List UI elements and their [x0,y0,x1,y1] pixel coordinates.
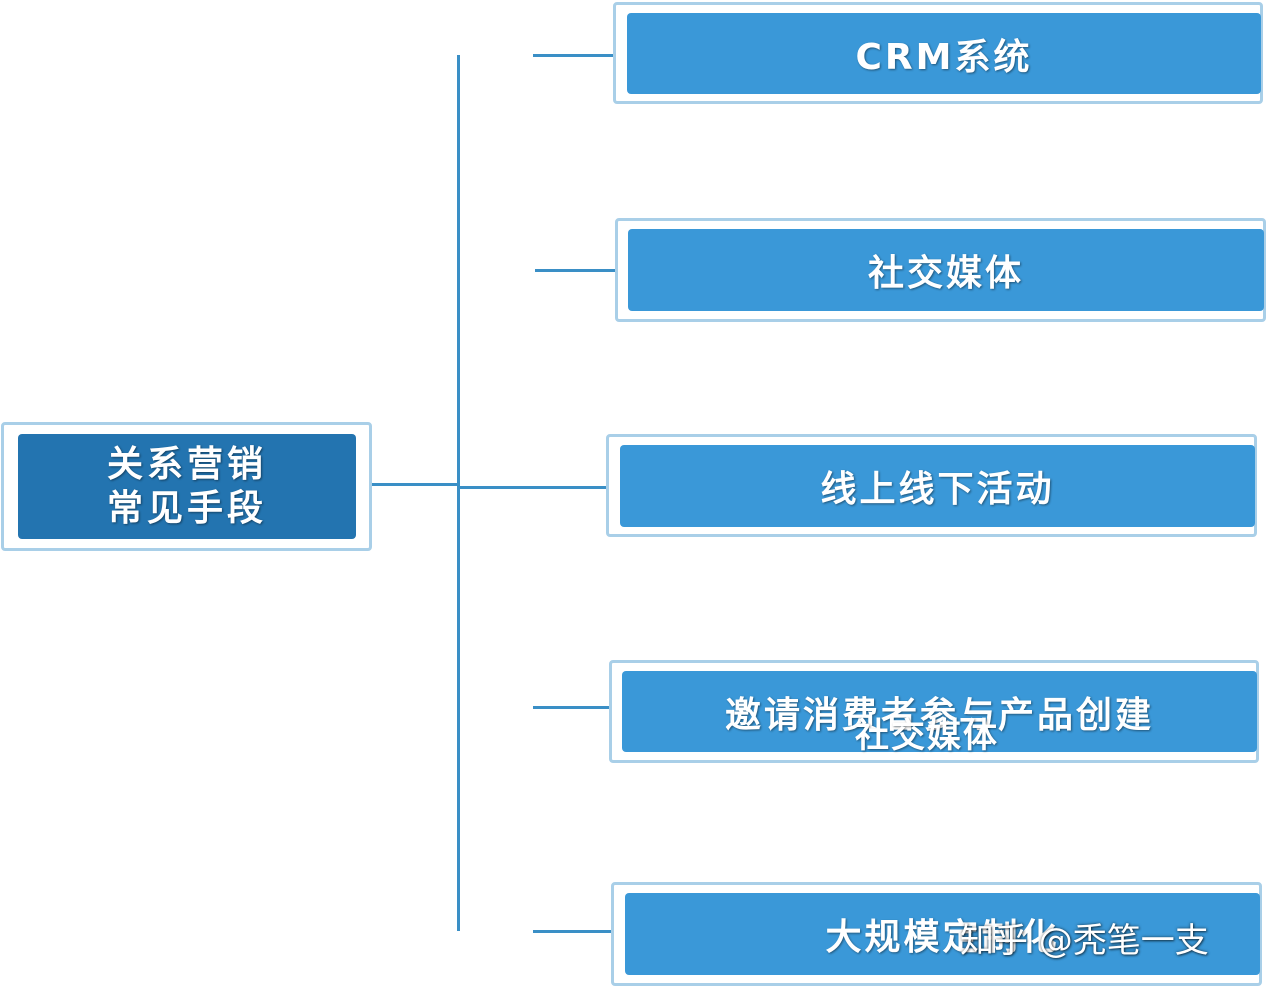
branch-connector-5 [533,930,613,933]
overlay-label: 社交媒体 [855,716,999,756]
branch-connector-4 [533,706,611,709]
root-node-line-1: 关系营销 [106,443,267,485]
branch-node-3: 线上线下活动 [620,445,1255,527]
branch-connector-2 [535,269,617,272]
branch-node-1: CRM系统 [627,13,1261,94]
branch-node-4-label: 邀请消费者参与产品创建 [724,694,1154,736]
branch-connector-1 [533,54,615,57]
branch-node-5: 大规模定制化 [625,893,1260,975]
root-connector [370,483,458,486]
watermark: 知乎 @秃笔一支 [960,921,1209,961]
branch-node-4: 邀请消费者参与产品创建 [622,671,1257,752]
branch-node-2: 社交媒体 [628,229,1264,311]
branch-node-2-label: 社交媒体 [867,253,1024,294]
branch-node-5-label: 大规模定制化 [825,917,1060,958]
root-node: 关系营销 常见手段 [18,434,356,539]
branch-node-3-label: 线上线下活动 [820,469,1055,510]
root-node-line-2: 常见手段 [106,487,267,529]
branch-connector-3 [458,486,608,489]
trunk-line [457,55,460,931]
branch-node-1-label: CRM系统 [855,36,1033,78]
